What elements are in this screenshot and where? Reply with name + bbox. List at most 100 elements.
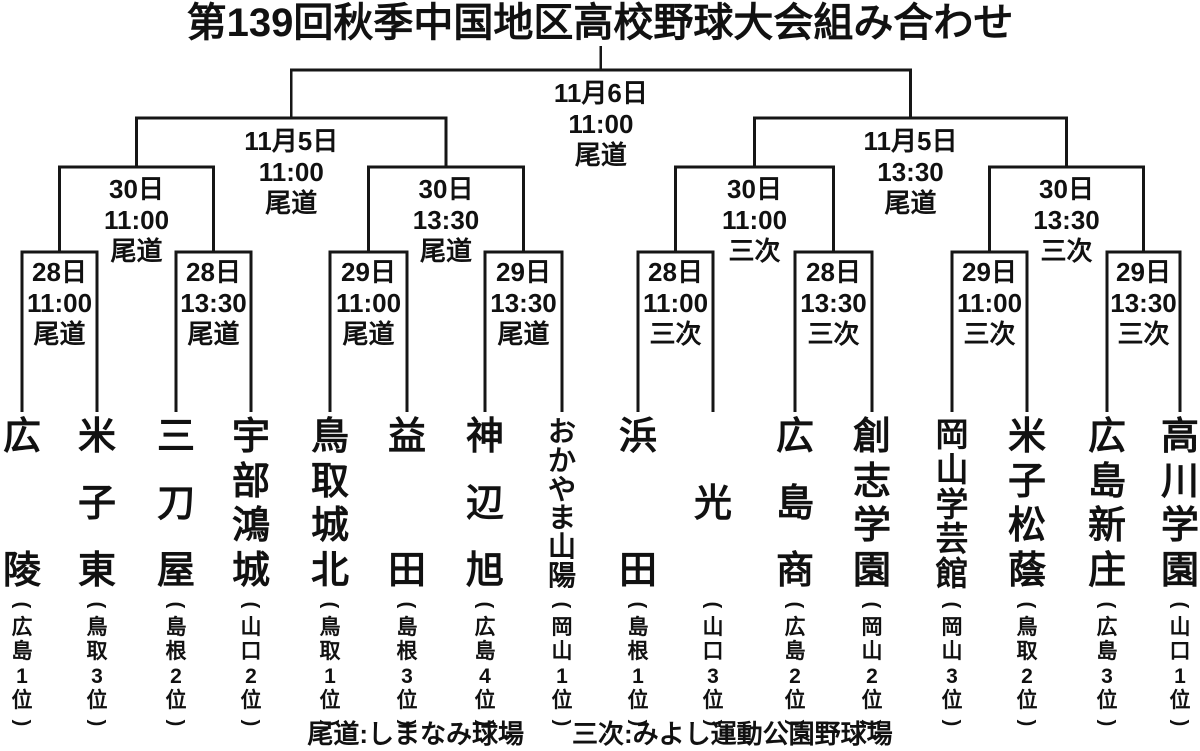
team-name-10: 光	[694, 418, 732, 590]
team-seed-char: (	[626, 601, 649, 609]
team-seed-char: 広	[784, 615, 806, 639]
match-date: 11月5日	[244, 126, 339, 156]
team-name-char: 高	[1160, 416, 1200, 458]
team-name-char: 刀	[156, 483, 196, 525]
team-seed-char: 位	[627, 689, 649, 713]
team-seed-char: 1	[556, 664, 568, 688]
team-name-char: 広	[775, 416, 815, 458]
team-name-8: おかやま山陽	[548, 418, 576, 590]
team-seed-char: 岡	[551, 615, 573, 639]
team-seed-char: 島	[627, 615, 649, 639]
match-time: 13:30	[490, 288, 557, 318]
team-name-char: 田	[387, 550, 427, 592]
team-seed-char: 根	[165, 640, 187, 664]
team-seed-char: 島	[11, 640, 33, 664]
team-name-char: 館	[935, 555, 969, 592]
team-name-char: 益	[387, 416, 427, 458]
team-name-char: 神	[465, 416, 505, 458]
team-name-char: 学	[935, 485, 969, 523]
team-seed-char: 山	[240, 615, 262, 639]
team-name-char: 園	[852, 549, 892, 592]
team-seed-char: 広	[474, 615, 496, 639]
team-seed-char: 位	[941, 689, 963, 713]
match-time: 11:00	[26, 288, 93, 318]
match-venue: 三次	[728, 236, 781, 266]
team-name-char: 三	[156, 416, 196, 458]
match-time: 11:00	[642, 288, 709, 318]
match-time: 11:00	[103, 205, 170, 235]
match-date: 29日	[962, 257, 1017, 287]
venue-note-miyoshi: 三次:みよし運動公園野球場	[572, 719, 893, 749]
team-seed-char: 2	[1021, 664, 1033, 688]
team-seed-char: 位	[86, 689, 108, 713]
match-time: 13:30	[1033, 205, 1100, 235]
team-name-char: 東	[77, 550, 117, 592]
team-seed-char: 4	[479, 664, 491, 688]
team-name-13: 岡山学芸館	[936, 418, 969, 590]
team-seed-char: (	[1095, 601, 1118, 609]
team-name-16: 高川学園	[1161, 418, 1199, 590]
team-seed-char: (	[85, 601, 108, 609]
match-date: 30日	[1039, 174, 1094, 204]
team-name-char: 陵	[2, 550, 42, 592]
team-name-char: 城	[231, 549, 271, 592]
team-name-char: 米	[1007, 416, 1047, 458]
team-name-char: 学	[1160, 505, 1200, 548]
team-seed-char: (	[473, 601, 496, 609]
match-venue: 三次	[649, 319, 702, 349]
team-seed-char: 位	[784, 689, 806, 713]
team-name-2: 米子東	[78, 418, 116, 590]
team-seed-char: (	[164, 601, 187, 609]
team-seed-char: 3	[401, 664, 413, 688]
match-time: 13:30	[180, 288, 247, 318]
team-seed-char: 山	[702, 615, 724, 639]
team-seed-char: 島	[165, 615, 187, 639]
match-venue: 尾道	[33, 319, 86, 349]
team-name-12: 創志学園	[853, 418, 891, 590]
team-name-char: 鳥	[310, 416, 350, 458]
team-name-char: 島	[775, 483, 815, 525]
team-seed-char: 口	[1169, 640, 1191, 664]
match-venue: 三次	[807, 319, 860, 349]
match-time: 11:00	[956, 288, 1023, 318]
team-name-char: 子	[77, 483, 117, 525]
team-seed-char: 位	[240, 689, 262, 713]
team-seed-char: 岡	[861, 615, 883, 639]
team-name-7: 神辺旭	[466, 418, 504, 590]
team-seed-char: 位	[1096, 689, 1118, 713]
team-name-char: 園	[1160, 549, 1200, 592]
venue-note: 尾道:しまなみ球場 三次:みよし運動公園野球場	[0, 714, 1200, 751]
team-name-char: 創	[852, 416, 892, 458]
page-title: 第139回秋季中国地区高校野球大会組み合わせ	[186, 1, 1014, 45]
team-name-char: 岡	[935, 416, 969, 453]
team-name-char: 屋	[156, 550, 196, 592]
team-seed-char: 3	[707, 664, 719, 688]
match-date: 30日	[109, 174, 164, 204]
team-seed-char: (	[1015, 601, 1038, 609]
team-seed-char: 1	[1174, 664, 1186, 688]
match-date: 30日	[727, 174, 782, 204]
match-time: 11:00	[335, 288, 402, 318]
team-seed-char: 岡	[941, 615, 963, 639]
match-venue: 三次	[1040, 236, 1093, 266]
team-name-char: 田	[618, 550, 658, 592]
team-name-char: 浜	[618, 416, 658, 458]
team-seed-char: (	[940, 601, 963, 609]
